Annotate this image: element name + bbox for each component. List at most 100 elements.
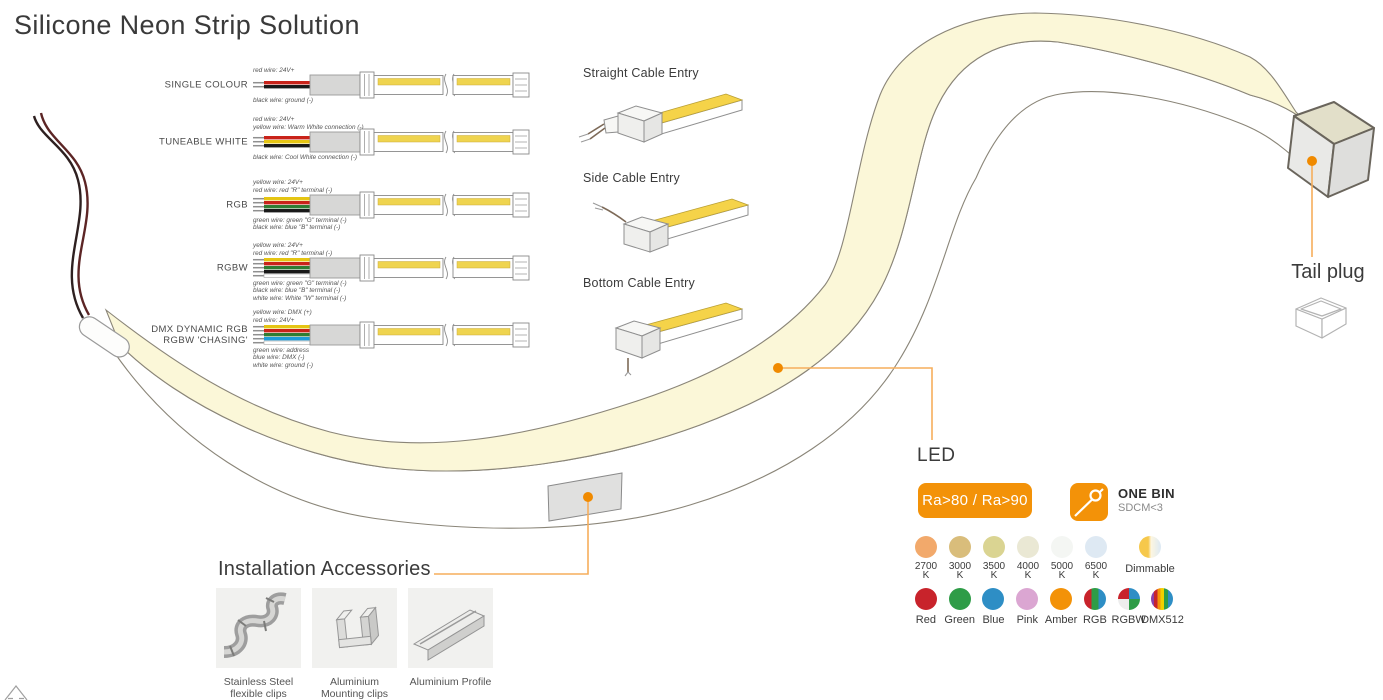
accessory-card: Aluminium Mounting clips [312,588,397,700]
accessory-label: Stainless Steel flexible clips [223,676,294,700]
wire-notes-top: red wire: 24V+yellow wire: Warm White co… [253,116,364,131]
green-swatch-dot [948,588,971,610]
wire-note: green wire: green "G" terminal (-) [253,280,347,287]
ra-badge: Ra>80 / Ra>90 [918,483,1032,518]
strip-variant-label: SINGLE COLOUR [164,79,248,91]
accessory-photo [312,588,397,668]
cct-swatch-label: 3500 K [982,561,1006,581]
cct-swatch-label: 5000 K [1050,561,1074,581]
strip-variant-row: SINGLE COLOUR red wire: 24V+ black wire:… [0,63,545,107]
accessory-card: Stainless Steel flexible clips [216,588,301,700]
head-connector [32,112,130,358]
wire-notes-top: yellow wire: 24V+red wire: red "R" termi… [253,242,332,257]
tail-plug-label: Tail plug [1291,261,1365,283]
accessory-photo [216,588,301,668]
straight-cable-entry-label: Straight Cable Entry [583,66,699,80]
wire-notes-bottom: green wire: green "G" terminal (-)black … [253,280,347,302]
amber-swatch-dot [1050,588,1073,610]
color-swatch-label: RGBW [1111,614,1146,626]
wire-notes-top: yellow wire: DMX (+)red wire: 24V+ [253,309,312,324]
accessory-photo [408,588,493,668]
side-cable-entry-label: Side Cable Entry [583,171,680,185]
rgbw-swatch-dot [1117,588,1140,610]
wire-note: black wire: blue "B" terminal (-) [253,287,341,295]
wire-note: yellow wire: DMX (+) [253,309,312,317]
cct-swatch-dot [1017,536,1039,558]
strip-variant-label: RGB [226,199,248,211]
one-bin-icon [1070,483,1108,521]
accessory-card: Aluminium Profile [408,588,493,700]
page-title: Silicone Neon Strip Solution [14,10,360,40]
cct-swatch-dot [1085,536,1107,558]
cct-swatch: 3000 K [943,536,977,586]
wire-note: white wire: White "W" terminal (-) [253,294,347,302]
led-heading: LED [917,445,956,466]
color-swatch-label: RGB [1082,614,1107,626]
wire-note: yellow wire: 24V+ [253,242,303,250]
blue-swatch-dot [982,588,1005,610]
wire-diagram [250,120,540,164]
wire-note: red wire: 24V+ [253,66,295,74]
wire-note: red wire: 24V+ [253,316,295,324]
wire-note: red wire: 24V+ [253,116,295,124]
leader-dots [583,156,1317,502]
accessory-label: Aluminium Profile [409,676,492,688]
strip-variant-row: RGB yellow wire: 24V+red wire: red "R" t… [0,179,545,231]
color-swatch: Green [943,588,977,630]
color-swatch: Amber [1044,588,1078,630]
wire-note: white wire: ground (-) [253,361,314,369]
wire-note: blue wire: DMX (-) [253,354,305,362]
wire-notes-bottom: black wire: ground (-) [253,97,313,104]
color-swatch-label: Amber [1044,614,1078,626]
wire-notes-top: red wire: 24V+ [253,67,294,74]
leader-lines [434,164,1313,575]
cct-swatch: 6500 K [1079,536,1113,586]
bottom-cable-entry-art [614,302,744,377]
wire-note: black wire: blue "B" terminal (-) [253,224,341,232]
wire-note: yellow wire: 24V+ [253,179,303,187]
wire-diagram [250,313,540,357]
strip-variant-label: RGBW [216,262,248,274]
dimmable-swatch-dot [1139,536,1161,558]
wire-notes-bottom: green wire: green "G" terminal (-)black … [253,217,347,232]
one-bin-title: ONE BIN [1118,486,1175,501]
tail-plug-dot [1307,156,1317,166]
pink-swatch-dot [1016,588,1039,610]
strip-variant-row: DMX DYNAMIC RGB RGBW 'CHASING' yellow wi… [0,309,545,369]
wire-note: red wire: red "R" terminal (-) [253,186,333,194]
cct-swatch-dot [1051,536,1073,558]
wire-diagram [250,183,540,227]
red-swatch-dot [914,588,937,610]
strip-variant-label: DMX DYNAMIC RGB RGBW 'CHASING' [151,324,248,346]
wire-note: green wire: address [253,347,310,354]
color-swatch: Pink [1010,588,1044,630]
straight-cable-entry-art [578,93,744,143]
wire-diagram [250,246,540,290]
wire-note: yellow wire: Warm White connection (-) [253,123,364,131]
color-swatch-label: Green [944,614,975,626]
strip-variant-row: TUNEABLE WHITE red wire: 24V+yellow wire… [0,116,545,164]
cct-swatch: 3500 K [977,536,1011,586]
cct-swatch-dot [983,536,1005,558]
color-swatch-label: DMX512 [1141,614,1184,626]
cct-swatch: 5000 K [1045,536,1079,586]
feed-wire-red [39,112,91,316]
cct-swatch-label: Dimmable [1125,563,1175,575]
color-swatch-label: Red [915,614,936,626]
wire-note: black wire: Cool White connection (-) [253,154,358,161]
strip-variant-label: TUNEABLE WHITE [159,136,248,148]
cct-swatch: 2700 K [909,536,943,586]
cct-swatch: Dimmable [1113,536,1187,586]
cct-swatch-label: 3000 K [948,561,972,581]
cct-swatch: 4000 K [1011,536,1045,586]
wire-notes-bottom: black wire: Cool White connection (-) [253,154,357,161]
wire-notes-top: yellow wire: 24V+red wire: red "R" termi… [253,179,332,194]
wire-note: black wire: ground (-) [253,97,314,104]
one-bin-subtitle: SDCM<3 [1118,502,1163,514]
strip-variant-row: RGBW yellow wire: 24V+red wire: red "R" … [0,242,545,302]
color-swatch: RGB [1078,588,1112,630]
cct-swatch-dot [915,536,937,558]
cct-swatch-label: 6500 K [1084,561,1108,581]
